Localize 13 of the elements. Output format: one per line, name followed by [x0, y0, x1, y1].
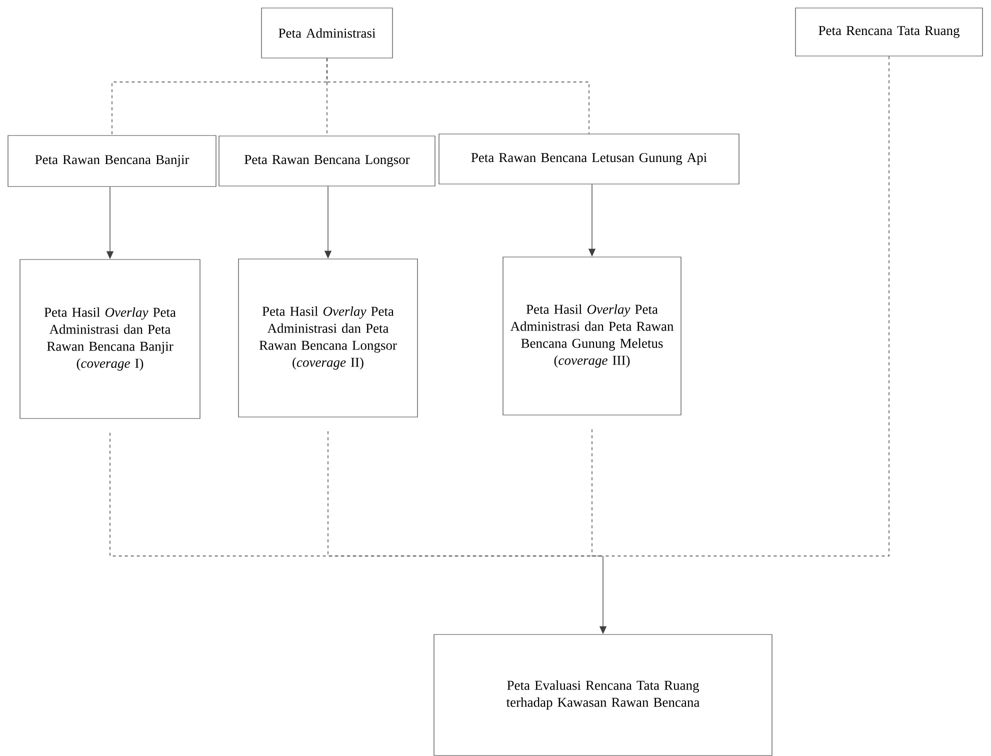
- connector-line: [602, 56, 890, 556]
- process-box: Peta Rawan Bencana Banjir: [8, 135, 216, 187]
- process-box: Peta Hasil Overlay Peta Administrasi dan Peta Rawan Bencana Gunung Meletus (coverage III): [502, 256, 682, 416]
- process-box: Peta Rawan Bencana Longsor: [218, 136, 436, 186]
- process-box: Peta Hasil Overlay Peta Administrasi dan Peta Rawan Bencana Banjir (coverage I): [20, 259, 200, 419]
- process-box: Peta Evaluasi Rencana Tata Ruang terhadap Kawasan Rawan Bencana: [434, 634, 772, 756]
- connector-line: [592, 428, 604, 556]
- connector-line: [328, 430, 604, 556]
- process-box: Peta Rawan Bencana Letusan Gunung Api: [438, 134, 740, 184]
- process-box: Peta Rencana Tata Ruang: [795, 8, 983, 56]
- process-box: Peta Hasil Overlay Peta Administrasi dan Peta Rawan Bencana Longsor (coverage II): [238, 258, 418, 418]
- process-box: Peta Administrasi: [261, 8, 393, 58]
- connector-line: [326, 58, 590, 134]
